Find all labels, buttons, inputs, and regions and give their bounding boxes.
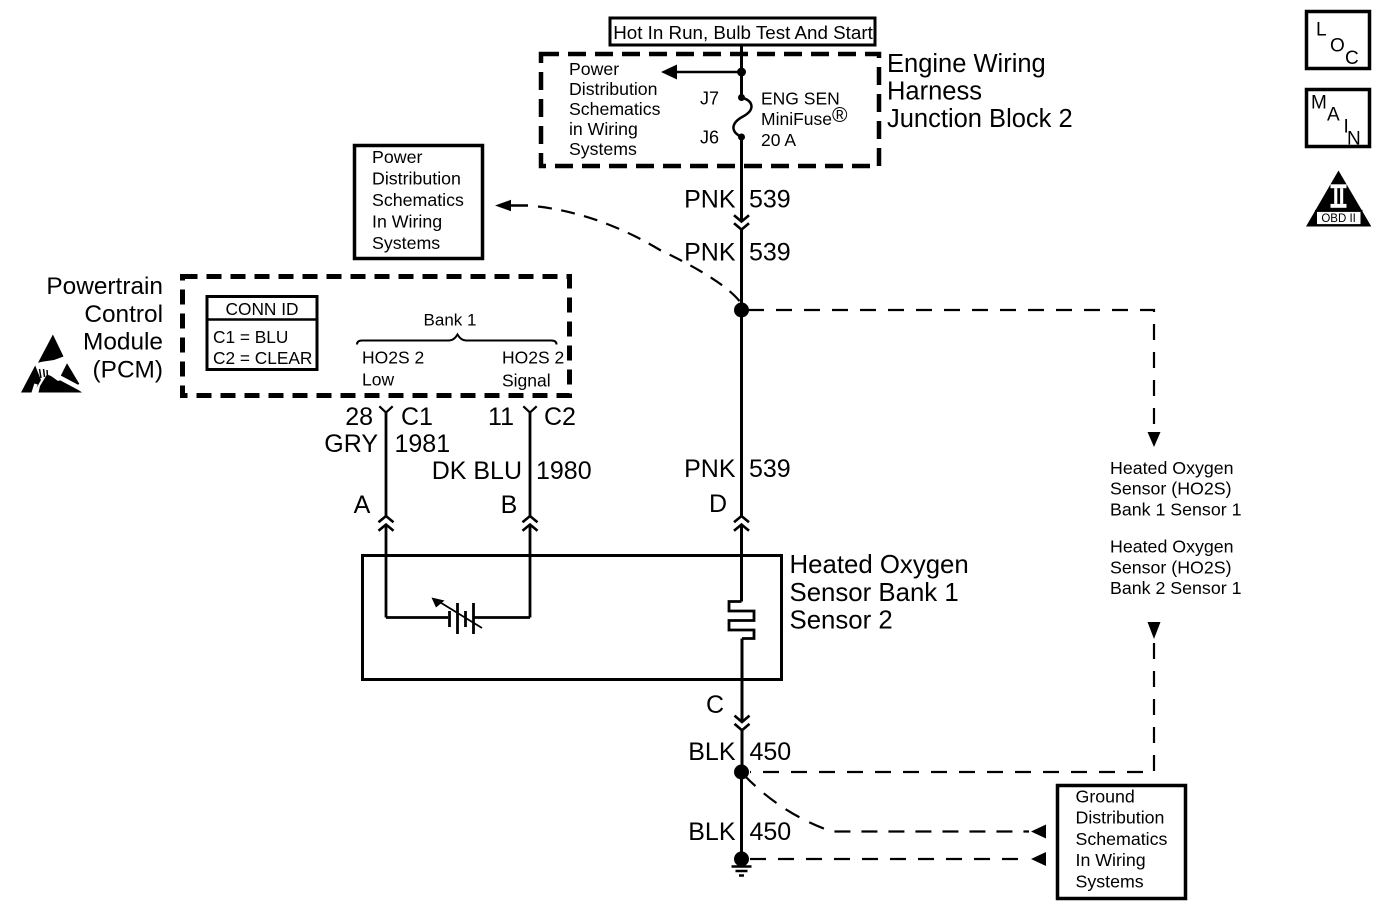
svg-text:Systems: Systems: [569, 139, 637, 159]
svg-text:Power: Power: [569, 59, 619, 79]
svg-text:PNK: PNK: [684, 455, 736, 483]
svg-text:Harness: Harness: [887, 78, 982, 106]
svg-text:Bank 2 Sensor 1: Bank 2 Sensor 1: [1110, 578, 1242, 598]
svg-text:Engine Wiring: Engine Wiring: [887, 50, 1046, 78]
svg-text:B: B: [501, 491, 518, 519]
svg-text:PNK: PNK: [684, 239, 736, 267]
svg-text:MiniFuse®: MiniFuse®: [761, 104, 848, 129]
svg-text:OBD II: OBD II: [1321, 213, 1356, 225]
svg-text:Power: Power: [372, 147, 422, 167]
svg-text:C1: C1: [401, 403, 433, 431]
svg-text:539: 539: [749, 186, 791, 214]
svg-text:1980: 1980: [536, 457, 592, 485]
svg-text:450: 450: [750, 738, 792, 766]
svg-text:Low: Low: [362, 370, 394, 390]
svg-text:DK BLU: DK BLU: [432, 457, 522, 485]
svg-text:Systems: Systems: [372, 233, 440, 253]
svg-text:Heated Oxygen: Heated Oxygen: [1110, 458, 1234, 478]
svg-text:Powertrain: Powertrain: [46, 273, 163, 300]
svg-text:C2 = CLEAR: C2 = CLEAR: [213, 348, 312, 368]
svg-text:C1 = BLU: C1 = BLU: [213, 327, 288, 347]
svg-text:J6: J6: [700, 128, 719, 148]
svg-text:O: O: [1330, 36, 1345, 57]
svg-text:Heated Oxygen: Heated Oxygen: [790, 551, 969, 579]
svg-text:L: L: [1316, 20, 1327, 41]
svg-text:Schematics: Schematics: [1076, 829, 1168, 849]
svg-text:A: A: [354, 491, 371, 519]
svg-text:539: 539: [749, 239, 791, 267]
svg-text:BLK: BLK: [688, 818, 736, 846]
svg-text:Distribution: Distribution: [569, 79, 657, 99]
svg-text:PNK: PNK: [684, 186, 736, 214]
svg-text:Control: Control: [84, 301, 163, 328]
svg-text:CONN ID: CONN ID: [226, 299, 299, 319]
svg-text:ENG SEN: ENG SEN: [761, 89, 840, 109]
svg-text:Systems: Systems: [1076, 871, 1144, 891]
svg-text:Schematics: Schematics: [569, 99, 661, 119]
svg-text:Module: Module: [83, 329, 163, 356]
svg-text:Hot In Run, Bulb Test And Star: Hot In Run, Bulb Test And Start: [613, 22, 873, 43]
svg-text:28: 28: [345, 403, 373, 431]
svg-text:I: I: [1344, 117, 1349, 138]
svg-text:450: 450: [750, 818, 792, 846]
svg-text:Signal: Signal: [502, 371, 551, 391]
svg-text:Heated Oxygen: Heated Oxygen: [1110, 537, 1234, 557]
svg-text:Sensor (HO2S): Sensor (HO2S): [1110, 557, 1232, 577]
svg-text:BLK: BLK: [688, 738, 736, 766]
svg-text:1981: 1981: [395, 430, 451, 458]
svg-text:539: 539: [749, 455, 791, 483]
svg-text:C: C: [706, 691, 724, 719]
svg-text:In Wiring: In Wiring: [372, 212, 442, 232]
svg-text:In Wiring: In Wiring: [1076, 850, 1146, 870]
svg-text:Sensor (HO2S): Sensor (HO2S): [1110, 479, 1232, 499]
svg-text:N: N: [1347, 129, 1361, 150]
svg-text:HO2S 2: HO2S 2: [502, 348, 564, 368]
svg-text:Schematics: Schematics: [372, 190, 464, 210]
svg-text:in Wiring: in Wiring: [569, 119, 638, 139]
svg-text:M: M: [1311, 93, 1327, 114]
svg-text:Sensor Bank 1: Sensor Bank 1: [790, 579, 959, 607]
svg-text:Bank 1: Bank 1: [424, 311, 477, 330]
svg-text:C: C: [1345, 48, 1359, 69]
svg-text:Junction Block 2: Junction Block 2: [887, 105, 1073, 133]
svg-text:HO2S 2: HO2S 2: [362, 348, 424, 368]
svg-text:C2: C2: [544, 403, 576, 431]
svg-text:(PCM): (PCM): [93, 357, 163, 384]
svg-text:Sensor 2: Sensor 2: [790, 607, 893, 635]
svg-text:GRY: GRY: [324, 430, 378, 458]
svg-text:J7: J7: [700, 89, 719, 109]
svg-text:A: A: [1327, 105, 1340, 126]
svg-text:20 A: 20 A: [761, 130, 796, 150]
svg-text:Bank 1 Sensor 1: Bank 1 Sensor 1: [1110, 499, 1242, 519]
svg-text:11: 11: [488, 403, 514, 431]
svg-text:Distribution: Distribution: [1076, 808, 1165, 828]
svg-text:D: D: [709, 490, 727, 518]
svg-text:Distribution: Distribution: [372, 169, 461, 189]
svg-text:Ground: Ground: [1076, 787, 1135, 807]
